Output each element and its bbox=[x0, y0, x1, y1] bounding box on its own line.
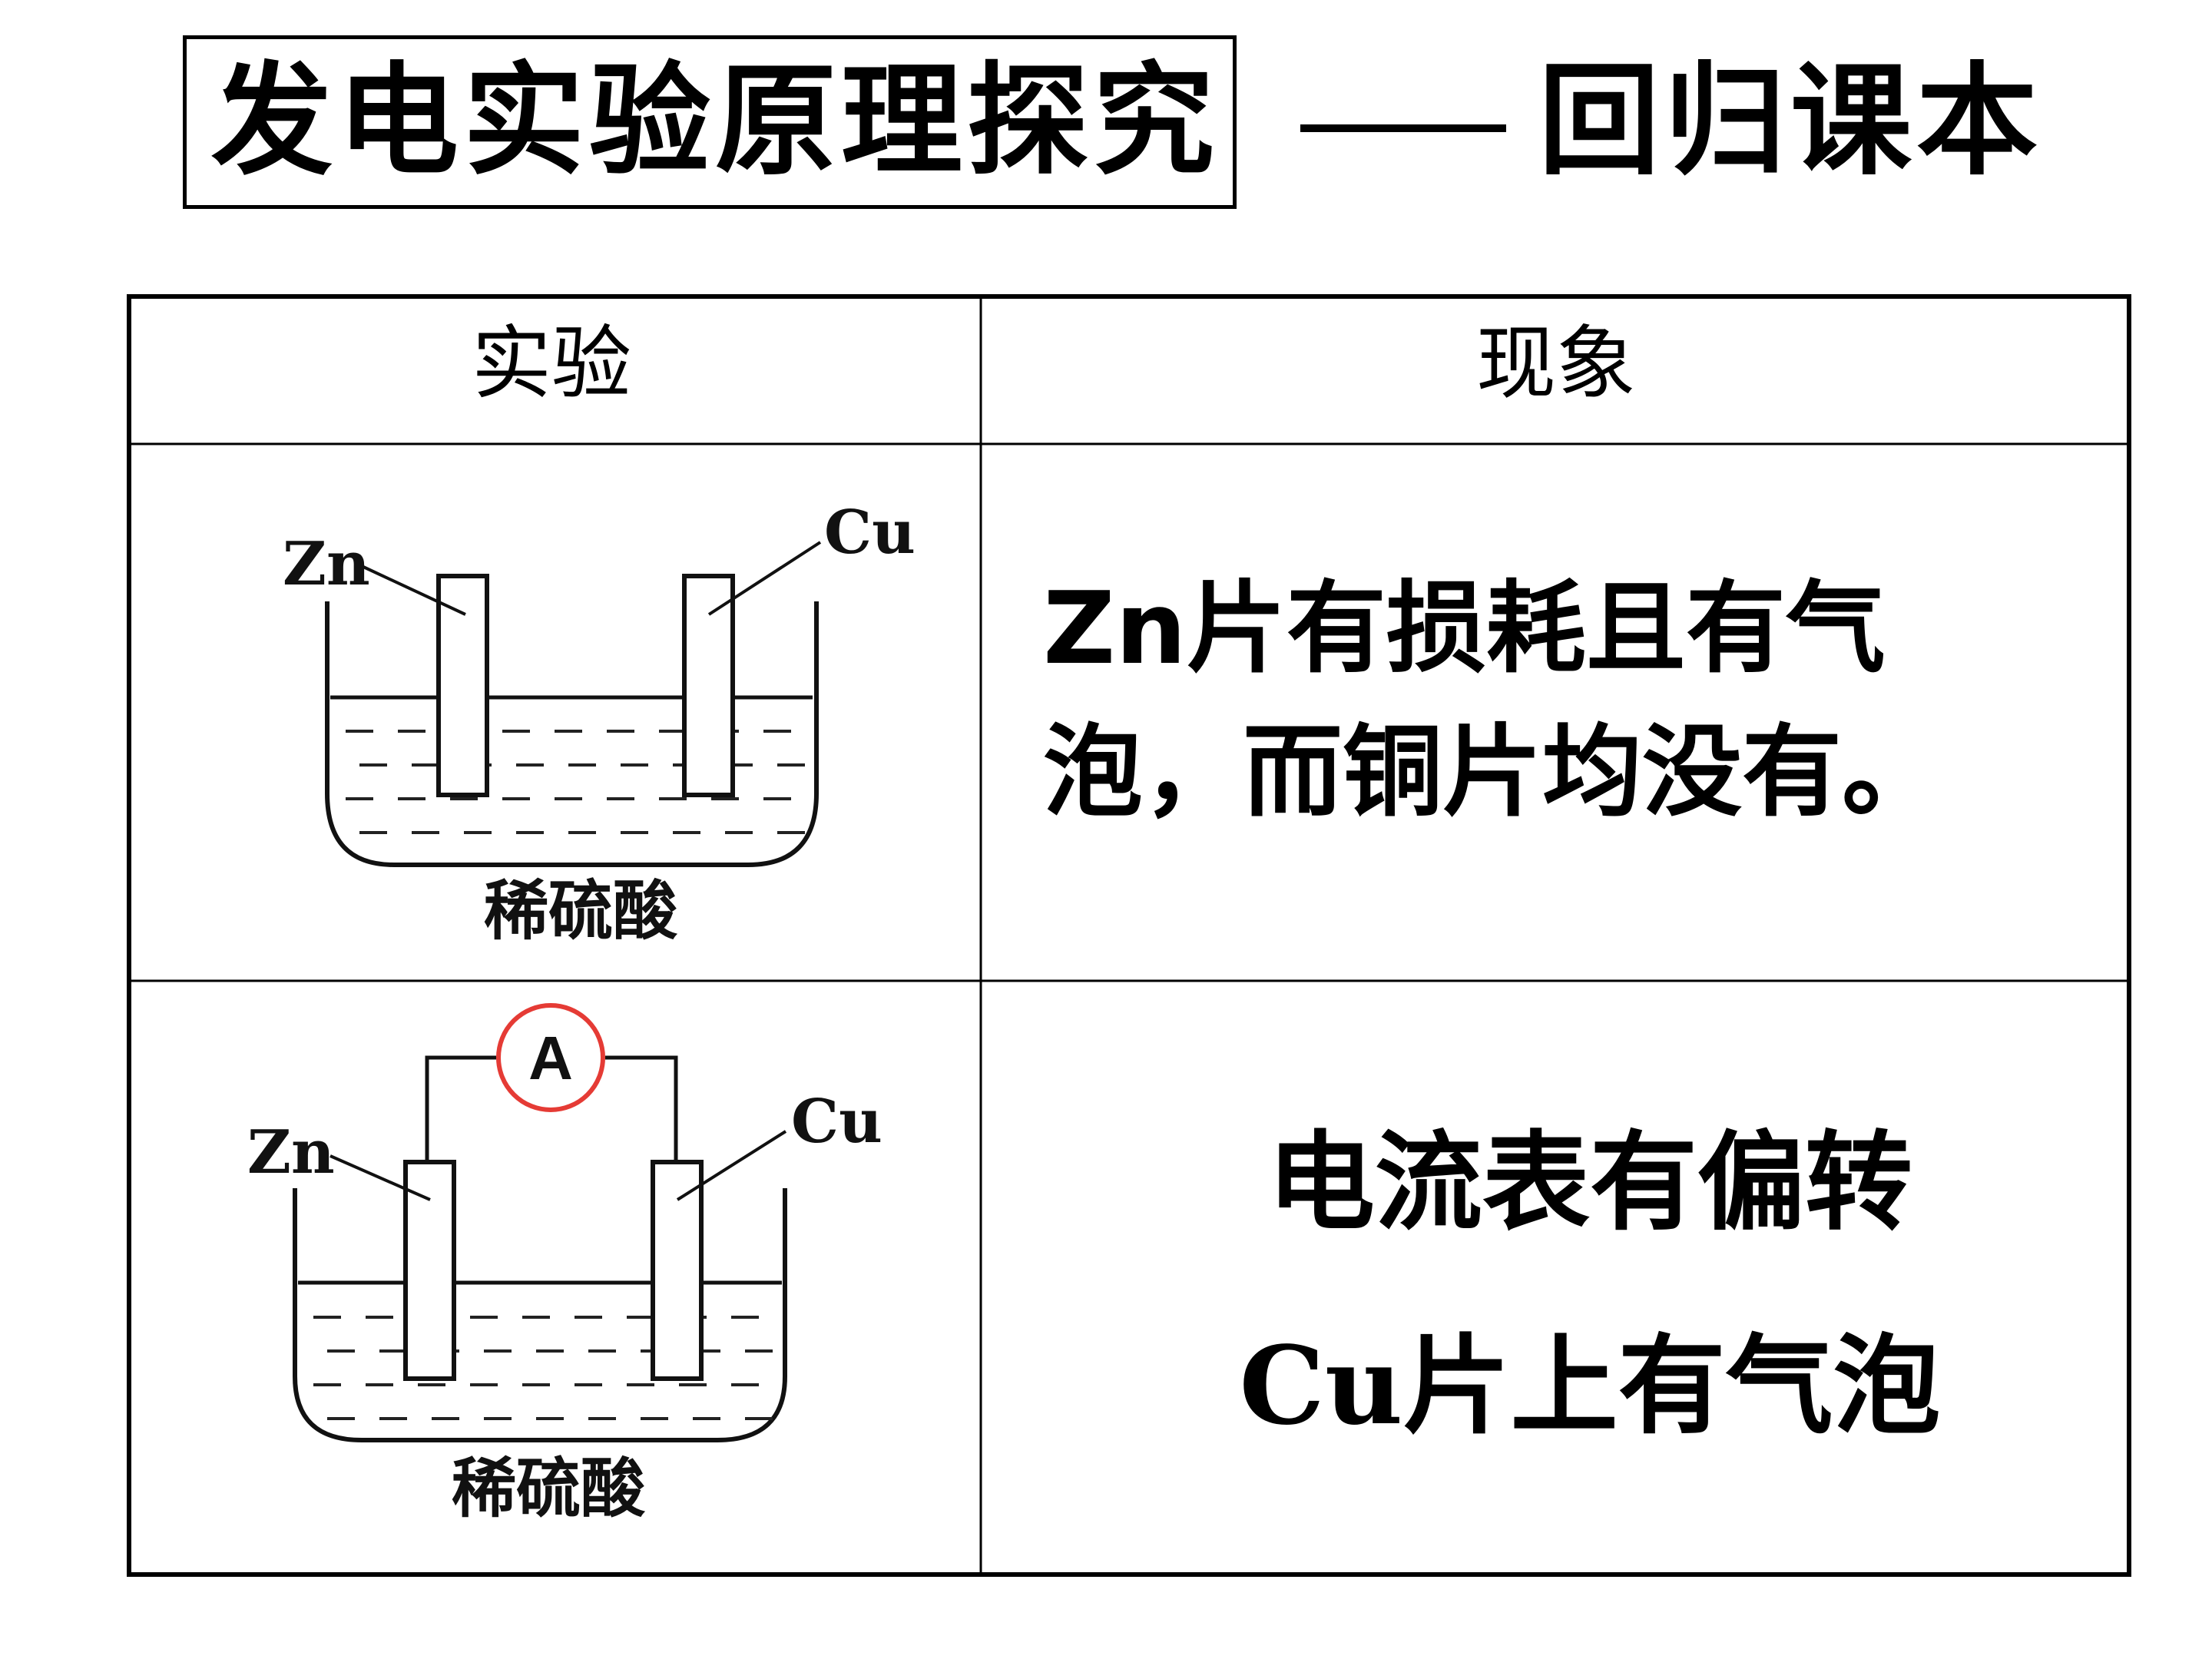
header-phenomenon: 现象 bbox=[1476, 316, 1637, 410]
observation-2-line-2: Cu片上有气泡 bbox=[1239, 1323, 1941, 1449]
solution-label-2: 稀硫酸 bbox=[452, 1450, 646, 1526]
cu-label-1: Cu bbox=[824, 498, 916, 568]
observation-1-line-1: Zn片有损耗且有气 bbox=[1043, 570, 1886, 687]
observation-1-line-2: 泡，而铜片均没有。 bbox=[1043, 714, 1942, 830]
solution-label-1: 稀硫酸 bbox=[484, 873, 678, 949]
diagram-beaker-2: A Zn Cu 稀硫酸 bbox=[247, 1003, 882, 1526]
cu-leader-2 bbox=[676, 1130, 787, 1201]
cu-electrode-1 bbox=[682, 574, 735, 797]
cu-leader-1 bbox=[707, 541, 822, 616]
beaker-1 bbox=[325, 601, 819, 867]
ammeter-icon: A bbox=[496, 1003, 605, 1112]
observation-2-line-1: 电流表有偏转 bbox=[1267, 1120, 1912, 1246]
ammeter-ring bbox=[496, 1003, 605, 1112]
title-box bbox=[183, 35, 1237, 209]
page-title: 发电实验原理探究 bbox=[211, 50, 1219, 192]
zn-label-1: Zn bbox=[283, 529, 370, 599]
zn-electrode-1 bbox=[436, 574, 489, 797]
liquid-dashes-2 bbox=[313, 1316, 773, 1420]
table-border bbox=[127, 294, 2131, 1577]
wire-left-2 bbox=[425, 1055, 496, 1188]
diagram-beaker-1: Zn Cu 稀硫酸 bbox=[283, 498, 916, 949]
liquid-dashes-1 bbox=[346, 730, 805, 834]
beaker-2 bbox=[293, 1188, 787, 1442]
cu-label-2: Cu bbox=[791, 1087, 882, 1157]
zn-leader-1 bbox=[363, 565, 466, 616]
zn-label-2: Zn bbox=[247, 1118, 335, 1187]
zn-leader-2 bbox=[329, 1154, 431, 1201]
wire-right-2 bbox=[605, 1055, 678, 1188]
page-subtitle: 回归课本 bbox=[1538, 50, 2042, 192]
zn-electrode-2 bbox=[403, 1160, 456, 1381]
header-experiment: 实验 bbox=[472, 316, 632, 410]
title-dash bbox=[1300, 124, 1506, 132]
cu-electrode-2 bbox=[651, 1160, 704, 1381]
ammeter-label: A bbox=[528, 1024, 573, 1092]
